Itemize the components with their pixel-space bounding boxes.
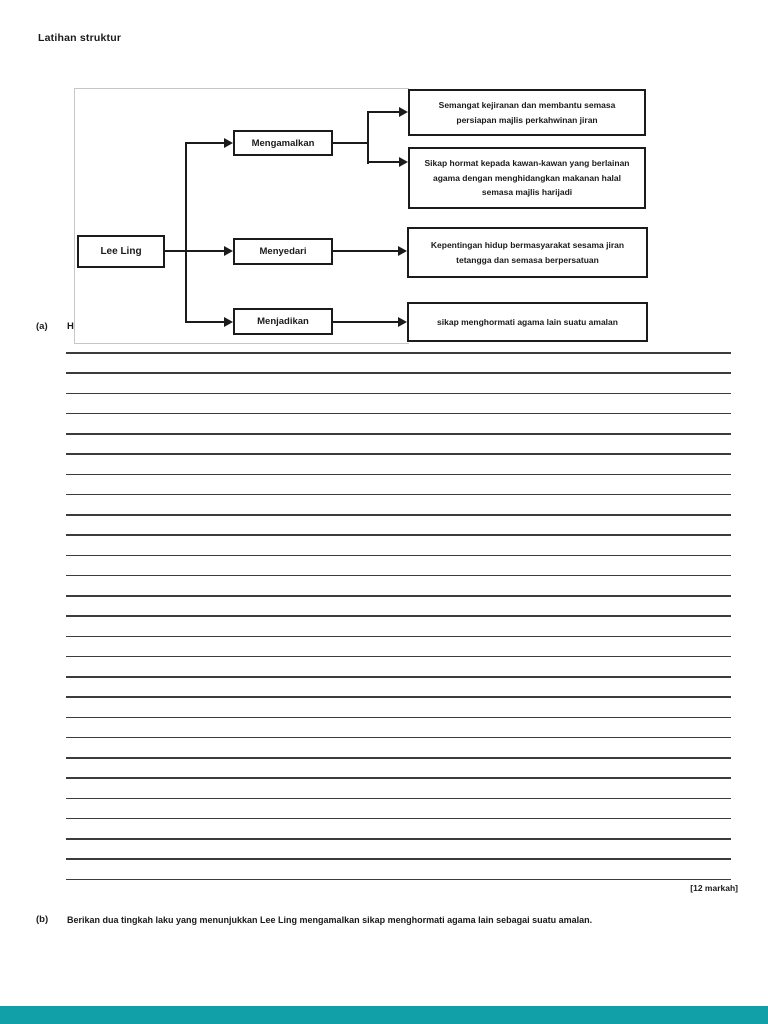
answer-line [66,473,731,475]
connector-line [333,142,369,144]
answer-line [66,878,731,880]
answer-line [66,635,731,637]
answer-line [66,493,731,496]
outcome-box-sikap-hormat: Sikap hormat kepada kawan-kawan yang ber… [408,147,646,209]
answer-line [66,352,731,354]
node-menyedari: Menyedari [233,238,333,265]
answer-line [66,595,731,597]
section-b-label: (b) [36,914,49,925]
marks-label: [12 markah] [690,883,738,893]
answer-line [66,534,731,536]
arrowhead-icon [224,246,233,256]
arrowhead-icon [398,317,407,327]
connector-line [165,250,187,252]
arrowhead-icon [224,317,233,327]
connector-line [185,142,187,323]
answer-line [66,554,731,556]
answer-line [66,574,731,577]
answer-line [66,453,731,455]
answer-line [66,716,731,718]
connector-line [333,321,398,323]
node-menjadikan: Menjadikan [233,308,333,335]
flowchart-frame [74,88,409,344]
arrowhead-icon [399,157,408,167]
answer-line [66,757,731,759]
connector-line [367,111,369,164]
page-title: Latihan struktur [38,32,122,44]
answer-line [66,392,731,394]
answer-line [66,412,731,415]
answer-line [66,858,731,860]
answer-line [66,797,731,799]
answer-line [66,433,731,435]
section-b-text: Berikan dua tingkah laku yang menunjukka… [67,915,593,925]
connector-line [185,142,225,144]
node-mengamalkan: Mengamalkan [233,130,333,156]
node-lee-ling: Lee Ling [77,235,165,268]
arrowhead-icon [224,138,233,148]
answer-line [66,372,731,374]
answer-line [66,696,731,698]
connector-line [333,250,398,252]
connector-line [185,250,225,252]
answer-line [66,838,731,840]
answer-line [66,817,731,820]
arrowhead-icon [398,246,407,256]
outcome-box-kepentingan-hidup: Kepentingan hidup bermasyarakat sesama j… [407,227,648,278]
section-a-label: (a) [36,321,48,332]
connector-line [185,321,225,323]
answer-line [66,777,731,779]
connector-line [367,161,399,163]
outcome-box-sikap-menghormati: sikap menghormati agama lain suatu amala… [407,302,648,342]
footer-bar [0,1006,768,1024]
answer-line [66,676,731,678]
connector-line [367,111,399,113]
answer-line [66,615,731,617]
outcome-box-semangat-kejiranan: Semangat kejiranan dan membantu semasa p… [408,89,646,136]
answer-lines-area [66,352,731,882]
answer-line [66,514,731,516]
answer-line [66,655,731,658]
arrowhead-icon [399,107,408,117]
answer-line [66,736,731,739]
section-a-text: H [67,321,74,332]
